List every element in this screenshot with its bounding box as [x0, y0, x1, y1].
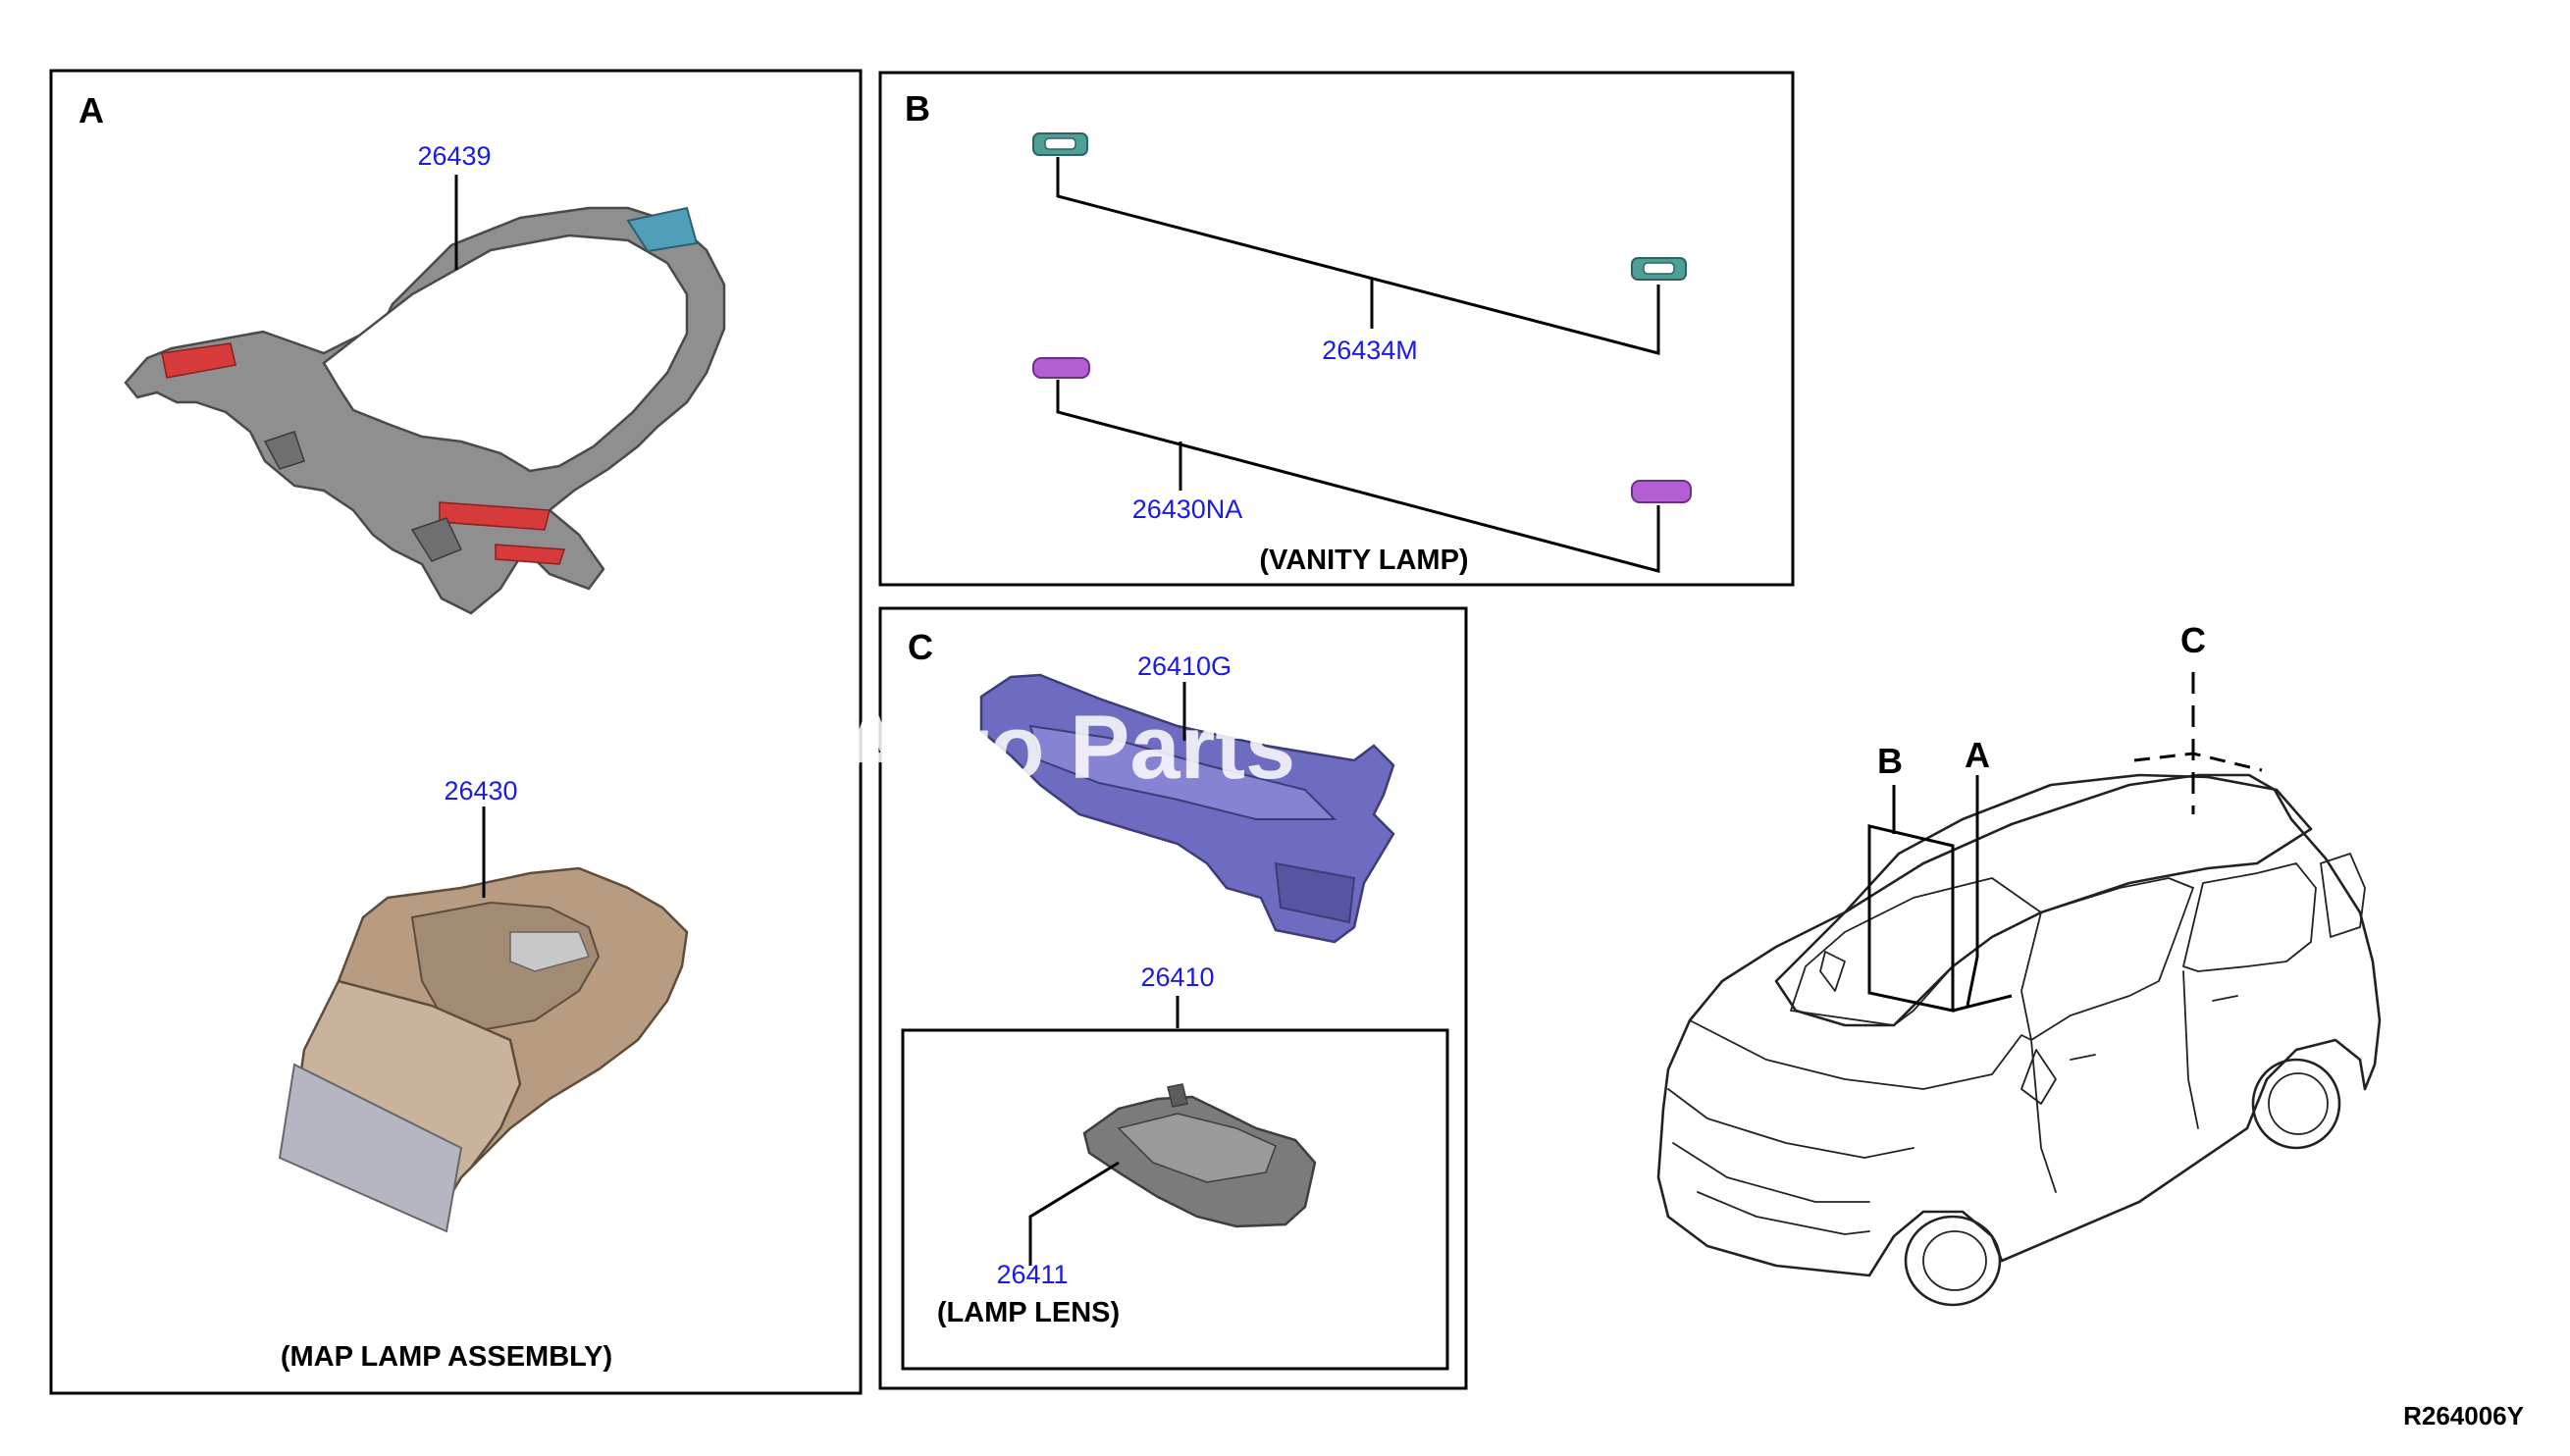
- roof-frame-part-26439[interactable]: [124, 206, 726, 615]
- part-number-26439[interactable]: 26439: [417, 141, 491, 171]
- callout-a-tick: [1952, 994, 2013, 1013]
- part-number-26430[interactable]: 26430: [444, 776, 517, 806]
- callout-a-letter: A: [1965, 735, 1990, 775]
- panel-b: B 26434M 26430NA (VANITY LAMP): [878, 71, 1795, 587]
- panel-b-frame: [878, 71, 1795, 587]
- callout-c-letter: C: [2180, 620, 2206, 660]
- reference-code: R264006Y: [2403, 1401, 2524, 1430]
- caption-map-lamp-assembly: (MAP LAMP ASSEMBLY): [281, 1341, 612, 1373]
- panel-a: A 26439 26430 (MAP LAMP ASSEMBLY): [49, 69, 863, 1395]
- vanity-lamp-26430na-left[interactable]: [1032, 357, 1090, 379]
- callout-c-roofline: [2133, 752, 2263, 772]
- map-lamp-part-26430[interactable]: [278, 866, 689, 1233]
- panel-c: C 26410G 26410 26411 (LAMP LENS): [878, 606, 1468, 1390]
- watermark: Auto Parts: [839, 698, 1295, 798]
- lamp-housing-part-26410g[interactable]: [979, 673, 1395, 944]
- caption-vanity-lamp: (VANITY LAMP): [1259, 545, 1468, 576]
- vanity-lamp-26430na-right[interactable]: [1631, 480, 1692, 503]
- vanity-clip-26434m-left[interactable]: [1032, 132, 1088, 156]
- vanity-clip-26434m-right[interactable]: [1631, 257, 1687, 281]
- panel-c-letter: C: [908, 627, 933, 667]
- part-number-26430na[interactable]: 26430NA: [1132, 494, 1243, 524]
- lamp-lens-part-26411[interactable]: [1082, 1083, 1317, 1228]
- caption-lamp-lens: (LAMP LENS): [937, 1297, 1120, 1328]
- leader-26430na: [1056, 380, 1660, 573]
- part-number-26410g[interactable]: 26410G: [1137, 651, 1232, 681]
- vehicle-callouts: B A C: [1867, 620, 2263, 1013]
- callout-b-letter: B: [1877, 741, 1903, 781]
- panel-b-letter: B: [905, 88, 930, 129]
- callout-a-leader: [1966, 775, 1979, 1007]
- leader-26411: [1028, 1161, 1120, 1266]
- part-number-26411[interactable]: 26411: [996, 1260, 1068, 1289]
- leader-26434m: [1056, 157, 1660, 355]
- panel-a-letter: A: [79, 90, 104, 130]
- part-number-26434m[interactable]: 26434M: [1322, 336, 1418, 365]
- vehicle-illustration: [1656, 773, 2382, 1307]
- part-number-26410[interactable]: 26410: [1140, 962, 1214, 992]
- callout-b-indicator: [1867, 824, 1955, 1013]
